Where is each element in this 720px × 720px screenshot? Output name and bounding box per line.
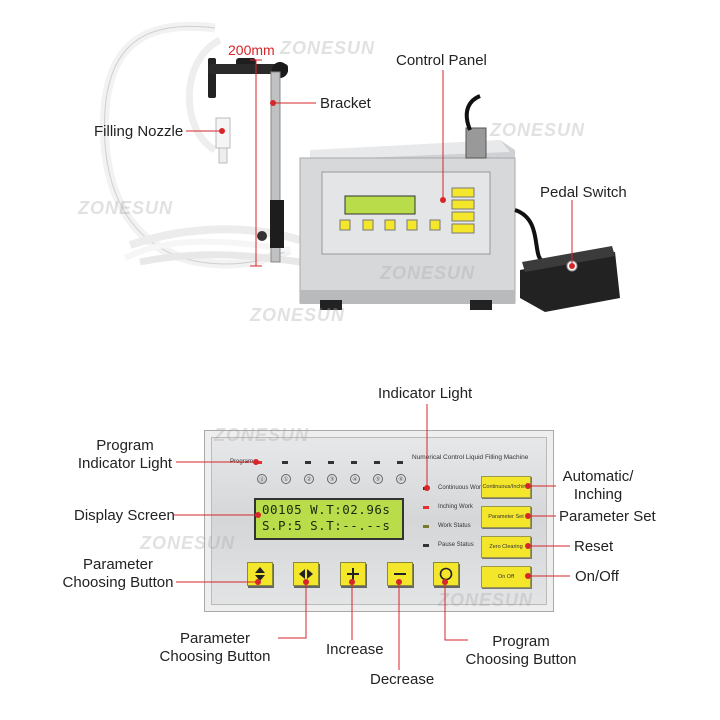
machine-illustration xyxy=(99,21,620,312)
status-led-inching xyxy=(423,506,429,509)
parameter-choosing-left-line1: Parameter xyxy=(82,556,154,573)
top-callout-lines xyxy=(186,70,575,269)
parameter-set-label: Parameter Set xyxy=(559,508,656,525)
program-number: ① xyxy=(281,474,291,484)
watermark-text: ZONESUN xyxy=(250,305,346,325)
display-screen: 00105 W.T:02.96s S.P:5 S.T:--.--s xyxy=(254,498,404,540)
program-choosing-line2: Choosing Button xyxy=(465,651,577,668)
status-led-work xyxy=(423,525,429,528)
plus-icon xyxy=(347,568,359,580)
program-led xyxy=(328,461,334,464)
panel-title: Numerical Control Liquid Filling Machine xyxy=(412,454,529,461)
watermark-text: ZONESUN xyxy=(280,38,376,58)
up-down-arrows-icon xyxy=(255,567,265,581)
on-off-label: On/Off xyxy=(575,568,619,585)
parameter-choosing-button-bottom-label: Parameter Choosing Button xyxy=(156,630,274,666)
parameter-choosing-bottom-line2: Choosing Button xyxy=(159,648,271,665)
dimension-label: 200mm xyxy=(228,42,275,58)
program-indicator-led xyxy=(256,461,262,464)
watermark-text: ZONESUN xyxy=(438,590,534,610)
minus-icon xyxy=(394,573,406,575)
program-led xyxy=(282,461,288,464)
status-inching-work: Inching Work xyxy=(438,504,473,510)
program-choosing-button-label: Program Choosing Button xyxy=(462,633,580,669)
display-screen-label: Display Screen xyxy=(74,507,175,524)
bracket-label: Bracket xyxy=(320,95,371,112)
pedal-switch-label: Pedal Switch xyxy=(540,184,627,201)
program-number: ③ xyxy=(327,474,337,484)
program-choosing-line1: Program xyxy=(492,633,550,650)
parameter-choosing-left-line2: Choosing Button xyxy=(62,574,174,591)
control-panel-label: Control Panel xyxy=(396,52,487,69)
program-number: ⑤ xyxy=(373,474,383,484)
left-right-arrows-icon xyxy=(299,569,313,579)
display-line-1: 00105 W.T:02.96s xyxy=(262,502,391,517)
program-indicator-light-label-line2: Indicator Light xyxy=(77,455,173,472)
increase-label: Increase xyxy=(326,641,384,658)
watermark-text: ZONESUN xyxy=(380,263,476,283)
status-pause-status: Pause Status xyxy=(438,542,474,548)
decrease-label: Decrease xyxy=(370,671,435,688)
status-led-pause xyxy=(423,544,429,547)
parameter-choosing-button-left-label: Parameter Choosing Button xyxy=(58,556,178,592)
automatic-inching-line2: Inching xyxy=(573,486,623,503)
automatic-inching-label: Automatic/ Inching xyxy=(556,468,640,504)
program-indicator-light-label: Program Indicator Light xyxy=(70,437,180,473)
program-led xyxy=(305,461,311,464)
reset-label: Reset xyxy=(574,538,614,555)
indicator-light-label: Indicator Light xyxy=(378,385,473,402)
status-work-status: Work Status xyxy=(438,523,471,529)
program-indicator-light-label-line1: Program xyxy=(96,437,154,454)
program-number: ② xyxy=(304,474,314,484)
display-line-2: S.P:5 S.T:--.--s xyxy=(262,518,391,533)
program-number: ⓪ xyxy=(257,474,267,484)
parameter-set-button[interactable]: Parameter Set xyxy=(481,506,531,528)
watermark-text: ZONESUN xyxy=(490,120,586,140)
automatic-inching-line1: Automatic/ xyxy=(562,468,634,485)
watermark-text: ZONESUN xyxy=(214,425,310,445)
watermark-text: ZONESUN xyxy=(140,533,236,553)
parameter-choosing-bottom-line1: Parameter xyxy=(179,630,251,647)
program-number: ⑥ xyxy=(396,474,406,484)
status-continuous-work: Continuous Work xyxy=(438,485,484,491)
program-led xyxy=(397,461,403,464)
program-led xyxy=(374,461,380,464)
watermark-text: ZONESUN xyxy=(78,198,174,218)
program-number: ④ xyxy=(350,474,360,484)
zero-clearing-button[interactable]: Zero Clearing xyxy=(481,536,531,558)
program-led xyxy=(351,461,357,464)
filling-nozzle-label: Filling Nozzle xyxy=(94,123,184,140)
